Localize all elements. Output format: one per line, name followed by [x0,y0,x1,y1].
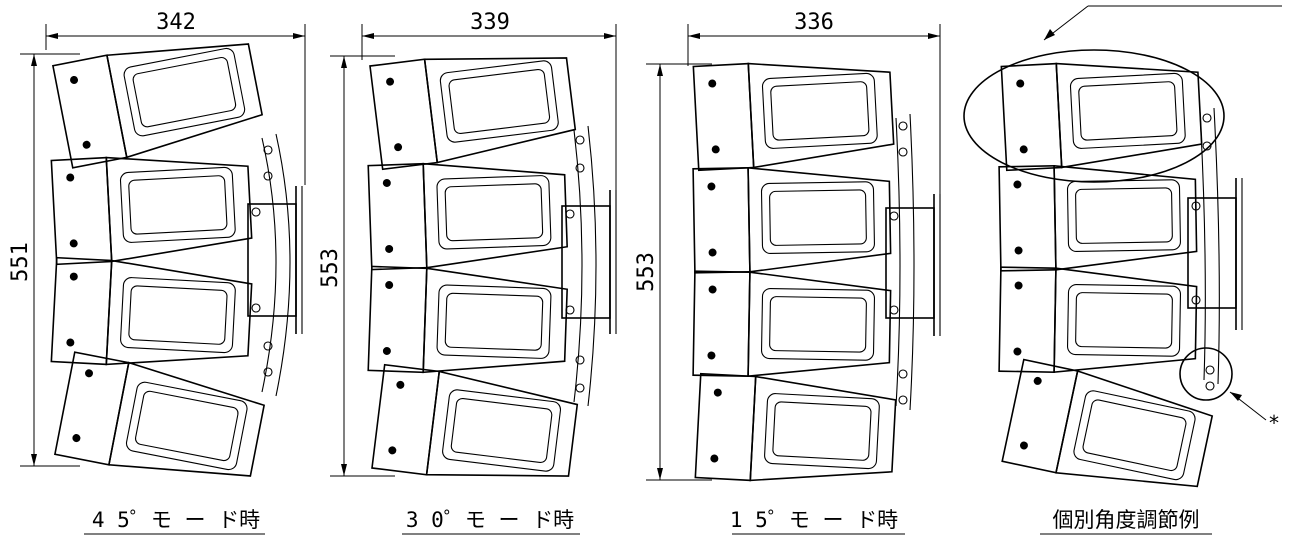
speaker-module [692,166,892,274]
height-dimension-15: 553 [634,63,712,481]
width-label-30: 339 [470,10,510,35]
side-bracket-45 [247,133,303,397]
width-dimension-30: 339 [361,10,617,190]
speaker-module [998,266,1198,374]
width-label-45: 342 [156,10,196,35]
speaker-module [367,265,568,374]
width-dimension-45: 342 [45,10,306,185]
speaker-module [998,164,1198,272]
figure-individual-angle: * 個別角度調節例 [963,5,1282,535]
side-bracket-30 [561,125,617,407]
caption-individual-angle: 個別角度調節例 [1053,508,1200,532]
figure-45-mode: 342 551 [8,10,306,535]
figure-15-mode: 336 553 [634,10,941,535]
side-bracket-15 [885,113,941,411]
speaker-module [53,351,266,477]
speaker-module [1001,358,1214,488]
width-dimension-15: 336 [687,10,941,194]
speaker-module [1000,62,1203,172]
height-label-30: 553 [318,248,343,288]
width-label-15: 336 [794,10,834,35]
speaker-module [50,256,253,366]
caption-15-mode: 1 5゜モ ー ド時 [730,508,898,532]
caption-30-mode: 3 0゜モ ー ド時 [406,508,574,532]
speaker-module [692,270,892,378]
speaker-module [51,43,264,169]
top-module-highlight [963,5,1282,183]
height-label-15: 553 [634,252,659,292]
speaker-module [50,156,253,266]
height-dimension-45: 551 [8,53,80,467]
figure-30-mode: 339 553 [318,10,617,535]
speaker-module [371,363,579,477]
detail-callout: * [1179,347,1280,435]
speaker-module [369,57,577,171]
height-dimension-30: 553 [318,55,395,477]
speaker-module [367,162,568,271]
callout-asterisk: * [1268,411,1280,435]
speaker-module [694,372,897,482]
speaker-module [692,62,895,172]
caption-45-mode: 4 5゜モ ー ド時 [92,508,260,532]
height-label-45: 551 [8,242,33,282]
